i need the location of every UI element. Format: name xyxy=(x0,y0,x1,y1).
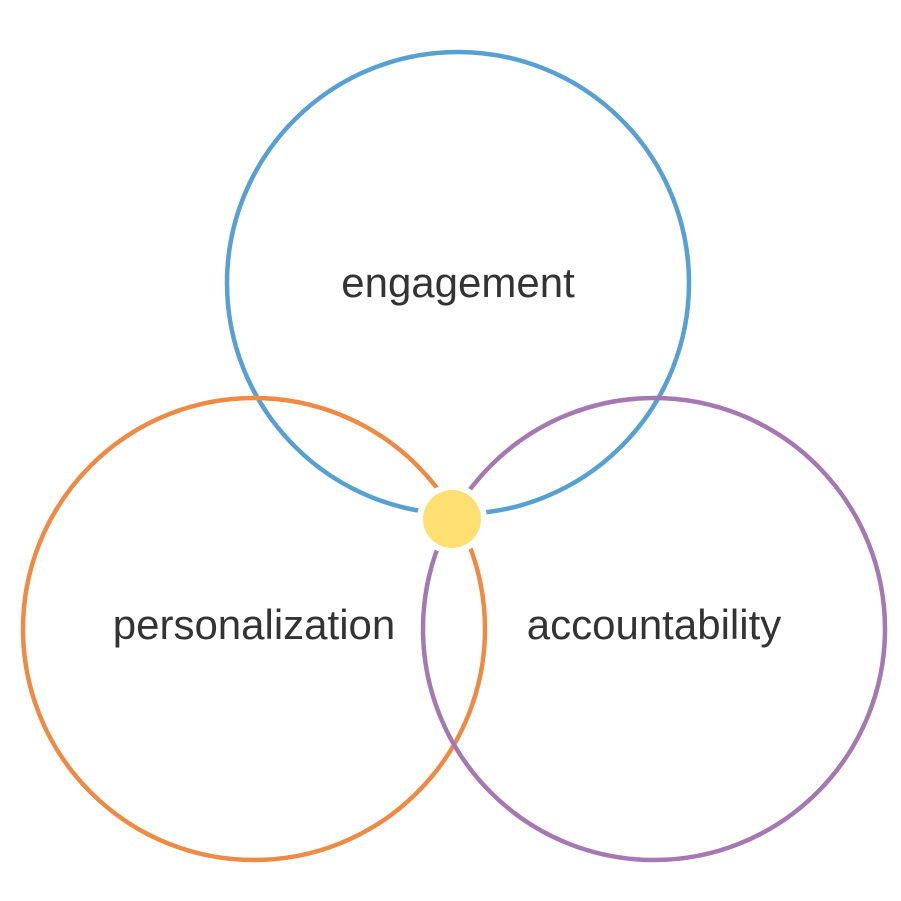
personalization-label: personalization xyxy=(113,601,396,648)
accountability-circle xyxy=(420,395,888,863)
engagement-label: engagement xyxy=(341,259,575,306)
personalization-circle xyxy=(20,395,488,863)
accountability-label: accountability xyxy=(527,601,781,648)
center-dot xyxy=(423,490,481,548)
